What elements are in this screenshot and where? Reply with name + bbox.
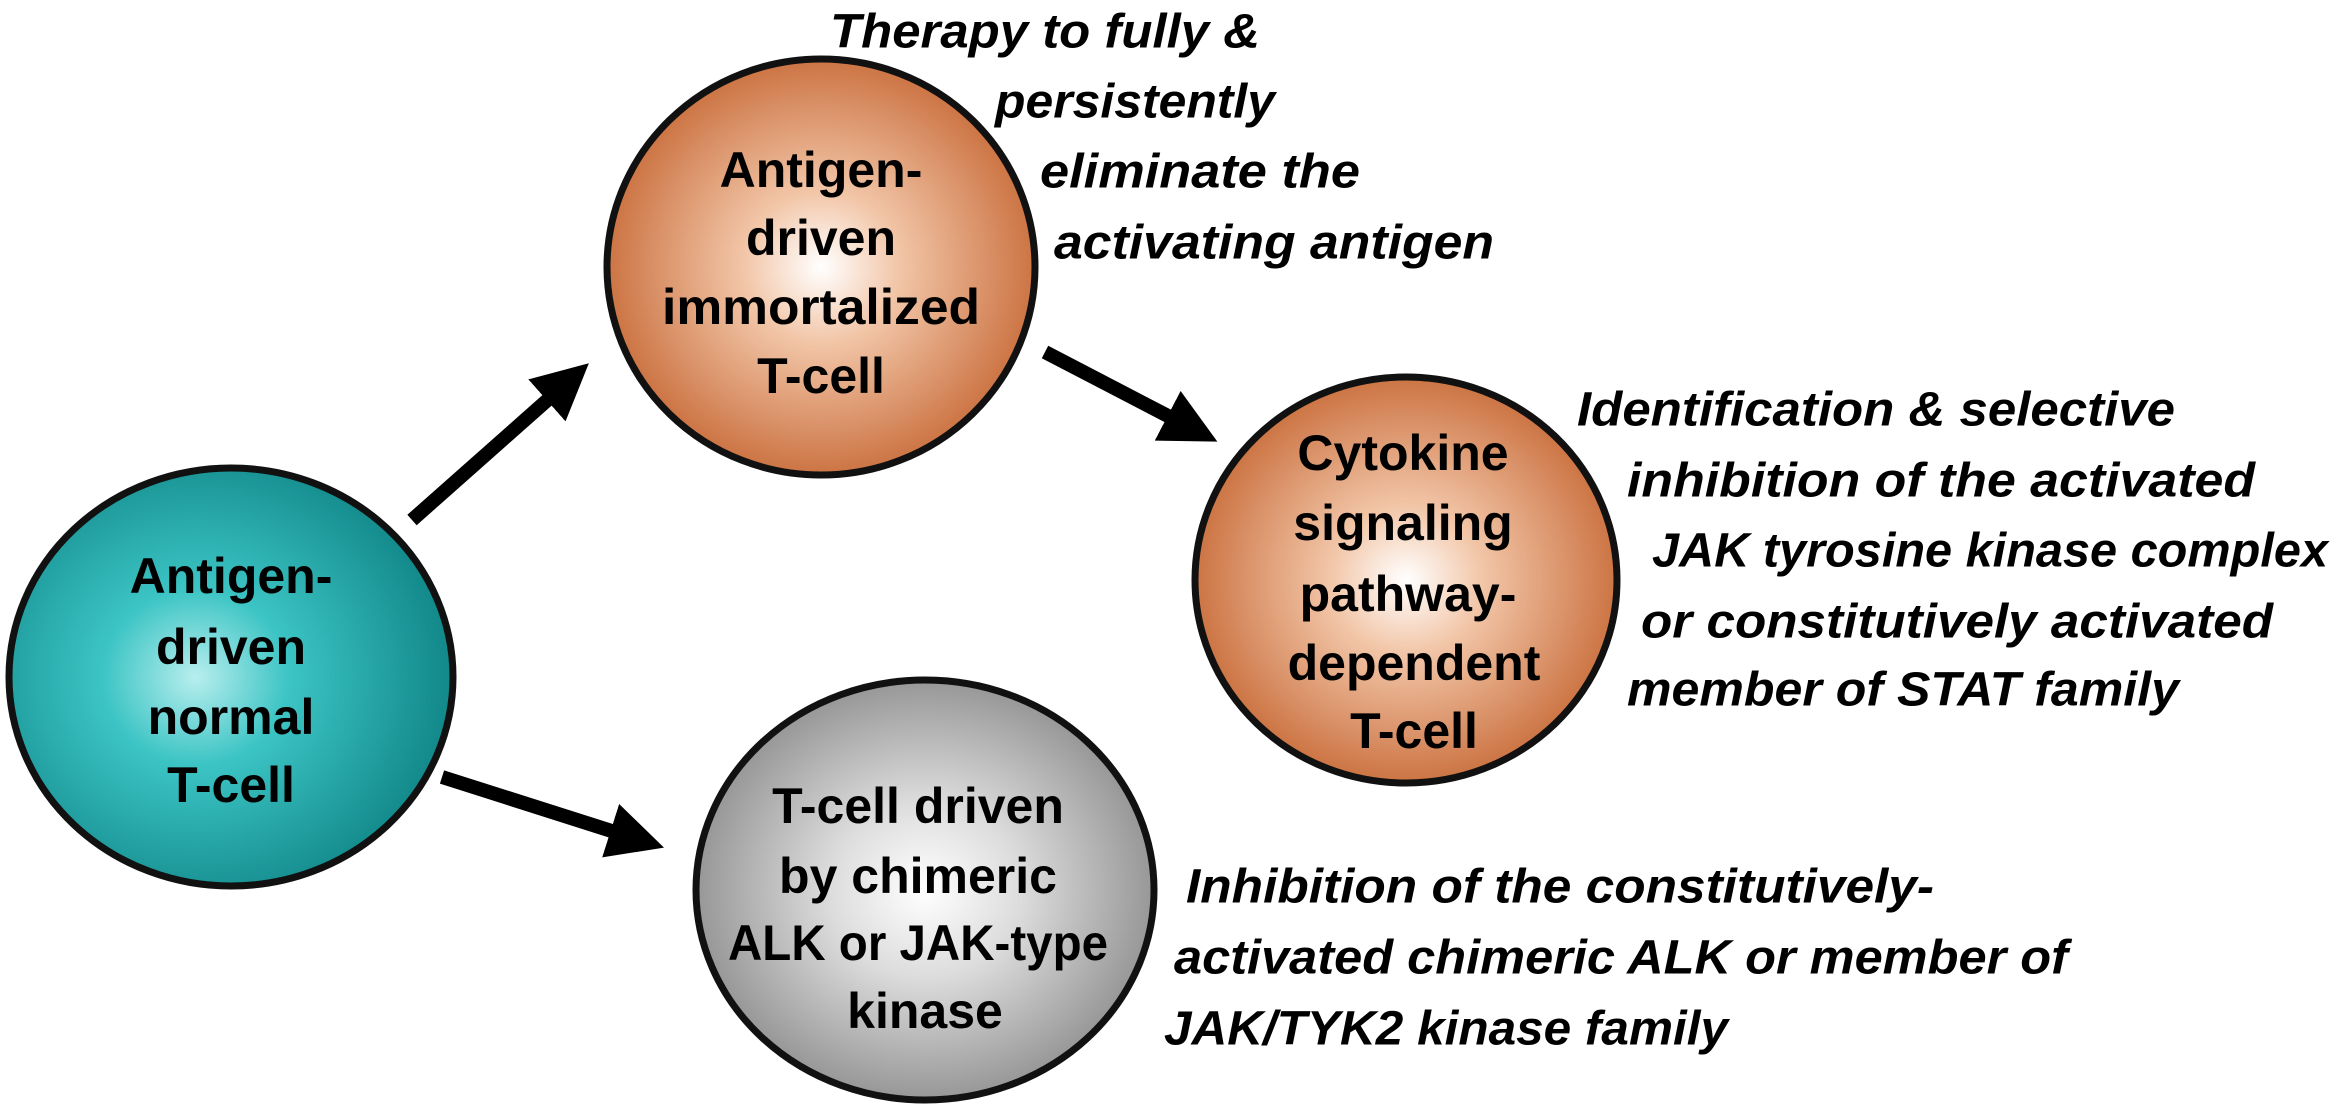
node-label-line: T-cell driven	[772, 778, 1064, 834]
arrow-normal-to-immortalized	[407, 363, 589, 526]
node-label-line: T-cell	[167, 757, 295, 813]
node-label-line: ALK or JAK-type	[728, 915, 1108, 971]
note-line: Therapy to fully &	[830, 6, 1260, 59]
node-immortalized-t-cell: Antigen- driven immortalized T-cell	[603, 55, 1039, 479]
node-label-line: pathway-	[1300, 566, 1517, 622]
note-line: activated chimeric ALK or member of	[1174, 932, 2072, 985]
node-label-line: Antigen-	[130, 548, 333, 604]
node-label-line: by chimeric	[779, 848, 1057, 904]
note-line: JAK tyrosine kinase complex	[1652, 525, 2330, 578]
note-line: eliminate the	[1040, 146, 1360, 199]
node-label-line: signaling	[1293, 495, 1512, 551]
node-label-line: T-cell	[1350, 703, 1478, 759]
node-label-line: normal	[148, 689, 315, 745]
node-label-line: Antigen-	[720, 142, 923, 198]
note-therapy: Therapy to fully & persistently eliminat…	[830, 6, 1494, 270]
node-chimeric-kinase-t-cell: T-cell driven by chimeric ALK or JAK-typ…	[692, 676, 1158, 1104]
note-line: or constitutively activated	[1641, 596, 2275, 649]
note-line: activating antigen	[1054, 217, 1494, 270]
note-line: JAK/TYK2 kinase family	[1164, 1003, 1730, 1056]
node-label-line: T-cell	[757, 348, 885, 404]
arrow-normal-to-chimeric	[439, 770, 665, 858]
node-label-line: dependent	[1288, 635, 1541, 691]
node-label-line: driven	[156, 619, 306, 675]
node-label-line: immortalized	[662, 279, 980, 335]
note-line: persistently	[993, 76, 1277, 129]
note-line: Identification & selective	[1577, 384, 2175, 437]
note-line: inhibition of the activated	[1627, 455, 2257, 508]
node-label-line: driven	[746, 210, 896, 266]
note-inhibition: Inhibition of the constitutively- activa…	[1164, 861, 2072, 1056]
node-label-line: Cytokine	[1297, 425, 1508, 481]
node-normal-t-cell: Antigen- driven normal T-cell	[5, 464, 457, 890]
note-identification: Identification & selective inhibition of…	[1577, 384, 2330, 717]
note-line: Inhibition of the constitutively-	[1186, 861, 1934, 914]
node-cytokine-dependent-t-cell: Cytokine signaling pathway- dependent T-…	[1191, 373, 1621, 787]
node-label-line: kinase	[847, 983, 1003, 1039]
arrow-immortalized-to-cytokine	[1041, 345, 1218, 442]
note-line: member of STAT family	[1627, 664, 2181, 717]
